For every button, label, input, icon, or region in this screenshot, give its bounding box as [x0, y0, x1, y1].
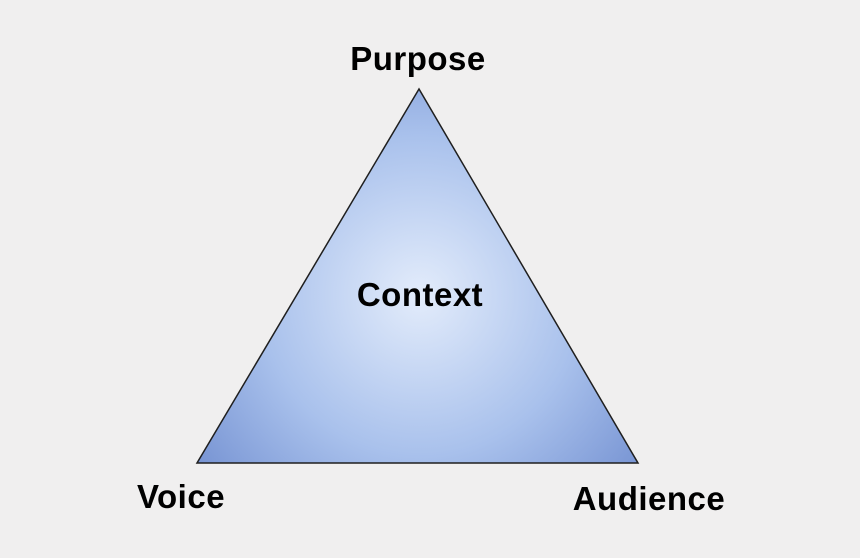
label-purpose: Purpose	[350, 40, 486, 77]
label-context: Context	[356, 276, 484, 313]
label-audience: Audience	[572, 480, 726, 517]
label-voice: Voice	[136, 478, 226, 515]
triangle-shape	[195, 87, 640, 464]
